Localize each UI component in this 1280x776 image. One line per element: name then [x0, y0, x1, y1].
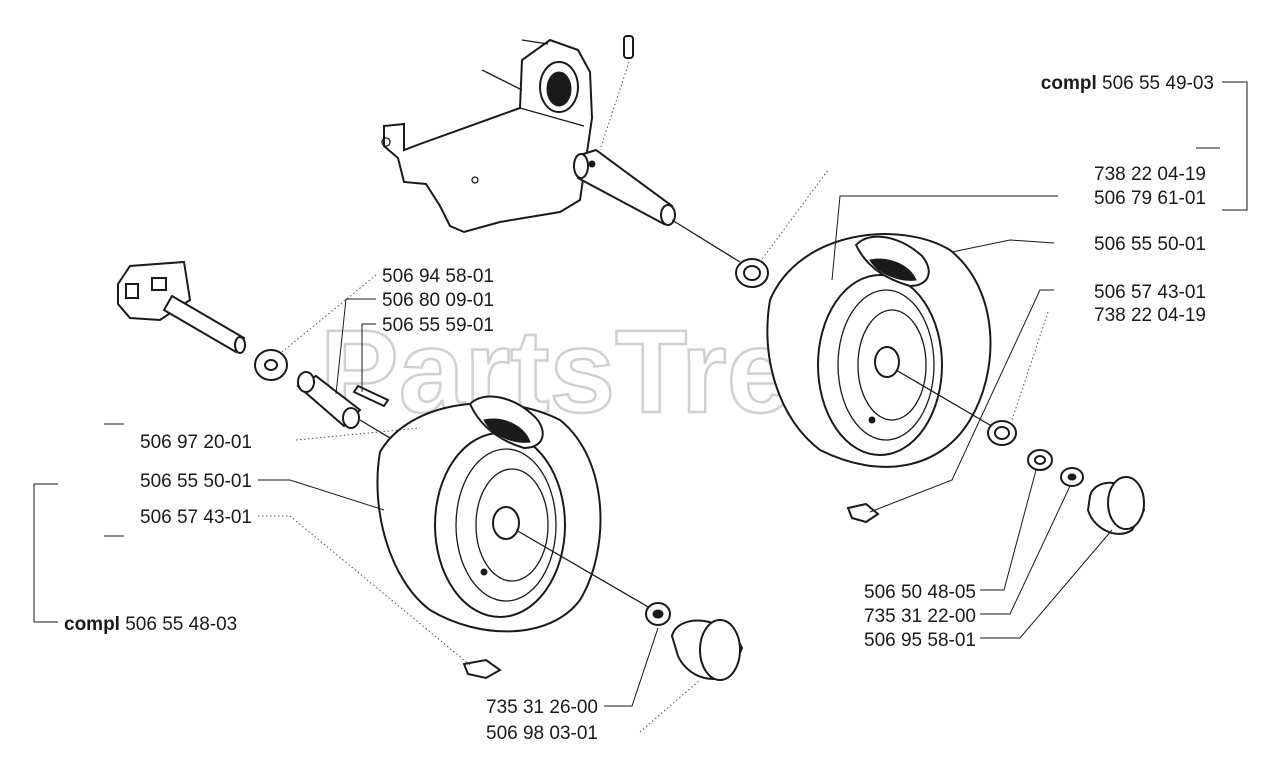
valve-left	[462, 658, 502, 680]
hub-cap-right	[1086, 476, 1146, 535]
leader-lines	[33, 81, 1248, 733]
label-506-57-43-01-right: 506 57 43-01	[1094, 282, 1206, 303]
label-506-80-09-01: 506 80 09-01	[382, 290, 494, 311]
lock-nut-left	[645, 602, 671, 626]
label-506-50-48-05: 506 50 48-05	[864, 582, 976, 603]
valve-right	[846, 502, 880, 524]
bearing-right	[987, 420, 1017, 446]
label-735-31-26-00: 735 31 26-00	[486, 697, 598, 718]
axle-shaft	[573, 148, 741, 263]
lock-nut-right	[1060, 467, 1084, 487]
washer-right	[1027, 449, 1053, 471]
mounting-bracket	[381, 38, 594, 234]
fork-left	[117, 260, 246, 354]
label-506-55-50-01-left: 506 55 50-01	[140, 471, 252, 492]
label-506-97-20-01: 506 97 20-01	[140, 432, 252, 453]
label-738-22-04-19-mid: 738 22 04-19	[1094, 305, 1206, 326]
label-506-57-43-01-left: 506 57 43-01	[140, 507, 252, 528]
sleeve-left	[296, 371, 461, 481]
label-506-98-03-01: 506 98 03-01	[486, 723, 598, 744]
washer-left	[254, 349, 288, 381]
spacer-right	[735, 258, 769, 288]
wheel-right	[766, 233, 996, 468]
label-506-79-61-01: 506 79 61-01	[1094, 188, 1206, 209]
label-506-95-58-01: 506 95 58-01	[864, 630, 976, 651]
label-506-94-58-01: 506 94 58-01	[382, 266, 494, 287]
label-compl-right: compl 506 55 49-03	[1041, 73, 1214, 94]
label-735-31-22-00: 735 31 22-00	[864, 606, 976, 627]
label-738-22-04-19-top: 738 22 04-19	[1094, 164, 1206, 185]
wheel-left	[376, 395, 651, 633]
label-506-55-50-01-right: 506 55 50-01	[1094, 234, 1206, 255]
label-506-55-59-01: 506 55 59-01	[382, 315, 494, 336]
pin	[599, 35, 634, 151]
label-compl-left: compl 506 55 48-03	[64, 614, 237, 635]
hub-cap-left	[670, 619, 744, 681]
